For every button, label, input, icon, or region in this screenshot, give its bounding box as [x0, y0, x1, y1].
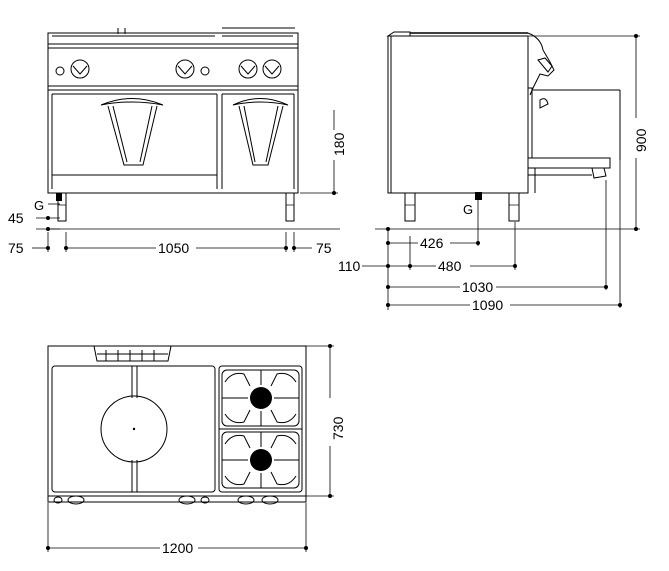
burner-icon: [250, 449, 272, 471]
knob-icon: [55, 59, 282, 79]
solid-top-plate: [51, 365, 216, 493]
side-door-panel: [527, 157, 611, 169]
burner-grate-1: [221, 369, 300, 427]
dim-side-left: 75: [8, 240, 24, 256]
side-view: G 900 426 110: [338, 31, 649, 313]
side-body: [387, 35, 529, 194]
control-panel-profile: [527, 32, 555, 96]
dim-offset: 110: [338, 258, 361, 274]
burner-icon: [250, 387, 272, 409]
front-view: 45 G 75 1050 75 180: [8, 27, 347, 256]
gas-connection-icon: [56, 193, 62, 201]
top-plate: [47, 32, 299, 45]
side-gas-connection-icon: [475, 192, 482, 200]
dim-top-depth: 730: [330, 416, 346, 440]
dim-front-width: 1050: [158, 240, 189, 256]
dim-foot-position: 480: [438, 258, 462, 274]
top-view: 730 1200: [46, 344, 346, 556]
top-outline: [47, 345, 307, 497]
oven-door-handle: [100, 98, 164, 166]
cabinet-door-handle: [232, 98, 289, 166]
dim-body-depth: 1030: [462, 279, 493, 295]
hot-plate-ring: [100, 395, 168, 463]
dim-gas-position: 426: [420, 235, 444, 251]
side-leg-front: [404, 192, 416, 222]
dim-total-depth: 1090: [472, 297, 503, 313]
front-leg-right: [285, 192, 295, 222]
knob-icon: [53, 495, 279, 505]
dim-total-height: 900: [633, 128, 649, 152]
burner-grate-2: [221, 431, 300, 489]
side-gas-label: G: [463, 202, 473, 217]
flue-vent: [93, 345, 172, 362]
dim-lower-height: 180: [331, 132, 347, 156]
front-gas-label: G: [34, 198, 44, 213]
top-knob-strip: [47, 495, 307, 503]
dim-foot-height: 45: [8, 210, 24, 226]
dim-top-width: 1200: [162, 540, 193, 556]
dim-side-right: 75: [316, 240, 332, 256]
side-leg-rear: [508, 192, 520, 222]
oven-body: [47, 89, 299, 194]
